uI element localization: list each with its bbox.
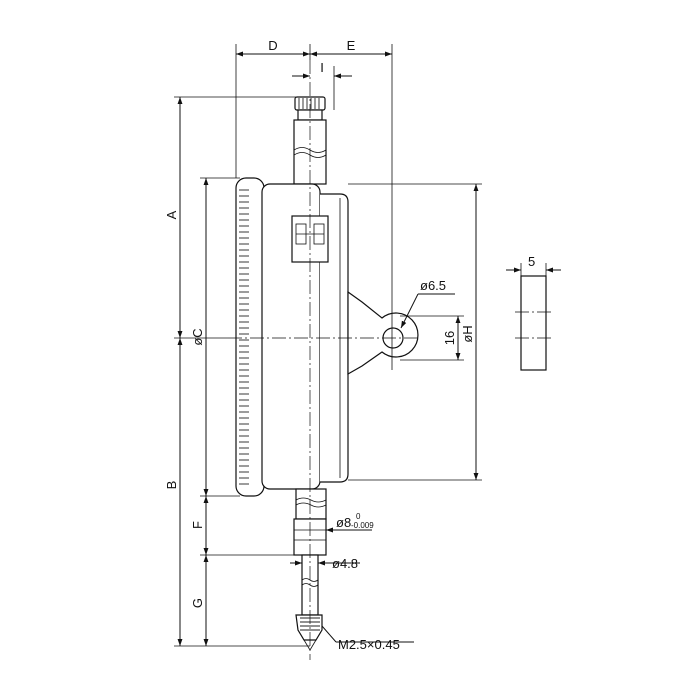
dim-g: G xyxy=(190,598,205,608)
dim-h: øH xyxy=(460,325,475,342)
indicator-side-view xyxy=(228,60,420,660)
dim-b: B xyxy=(164,481,179,490)
dim-lug-height: 16 xyxy=(442,331,457,345)
dim-contact-thread: M2.5×0.45 xyxy=(338,637,400,652)
dim-lug-thickness: 5 xyxy=(528,254,535,269)
contact-point xyxy=(295,614,323,641)
dimension-labels: D E I A B øC F G øH 16 ø6.5 ø8 0 -0.009 … xyxy=(164,38,475,652)
lug-end-view: 5 xyxy=(506,254,561,371)
dim-spindle-dia: ø4.8 xyxy=(332,556,358,571)
lower-stem xyxy=(295,488,327,520)
dimension-lines xyxy=(174,44,482,647)
dim-e: E xyxy=(347,38,356,53)
bezel-knurl xyxy=(239,189,249,485)
dim-f: F xyxy=(190,521,205,529)
cap-knurl xyxy=(298,98,320,109)
dim-a: A xyxy=(164,210,179,219)
dim-d: D xyxy=(268,38,277,53)
lug-back xyxy=(347,290,419,376)
dim-stem-dia: ø8 xyxy=(336,515,351,530)
dim-stem-tol-lower: -0.009 xyxy=(351,521,374,530)
dim-i: I xyxy=(320,60,324,75)
dim-lug-hole: ø6.5 xyxy=(420,278,446,293)
dim-stem-tol-upper: 0 xyxy=(356,512,361,521)
dim-c: øC xyxy=(190,328,205,345)
